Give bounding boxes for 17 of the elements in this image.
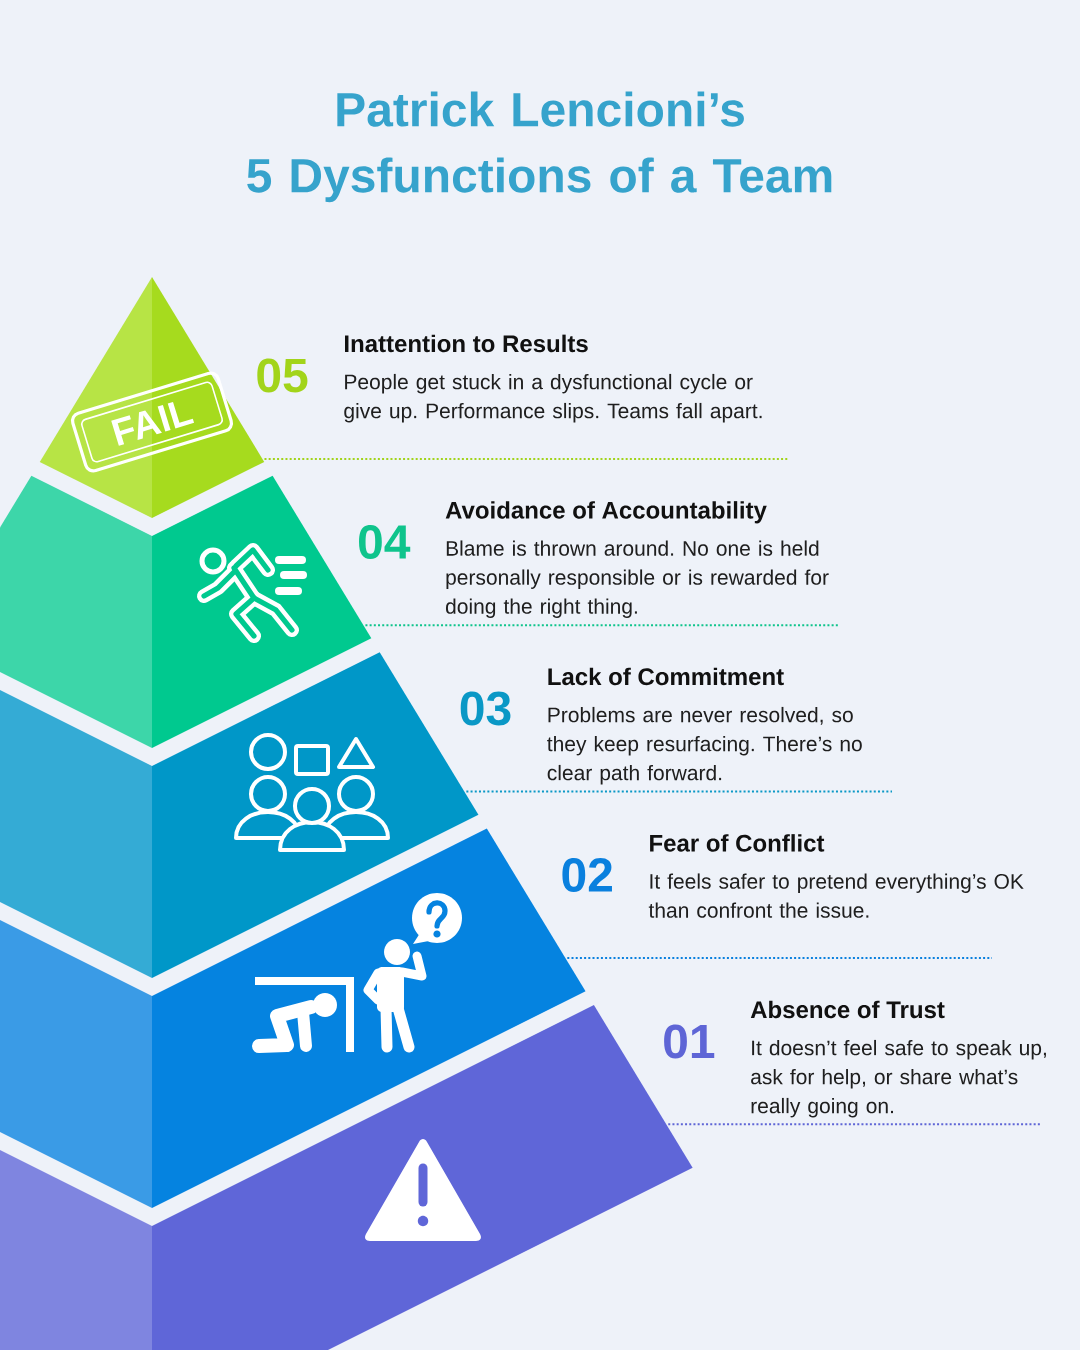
step-number: 05 (257, 358, 308, 393)
description: Problems are never resolved, so they keep resurfacing. There’s no clear path forward. (547, 706, 862, 785)
heading: Lack of Commitment (548, 667, 784, 686)
description: It feels safer to pretend everything’s OK than confront the issue. (648, 873, 1024, 918)
heading: Avoidance of Accountability (445, 501, 767, 524)
description: People get stuck in a dysfunctional cycle or give up. Performance slips. Teams fall apart. (344, 373, 762, 423)
description: It doesn’t feel safe to speak up, ask for help, or share what’s really going on. (751, 1039, 1046, 1118)
title: Patrick Lencioni’s 5 Dysfunctions of a Team (247, 91, 832, 203)
heading: Absence of Trust (750, 1000, 945, 1019)
step-number: 01 (664, 1024, 715, 1059)
step-number: 04 (359, 525, 411, 559)
step-number: 02 (562, 858, 612, 892)
heading: Fear of Conflict (650, 834, 825, 852)
stamp: FAIL (70, 371, 234, 473)
description: Blame is thrown around. No one is held personally responsible or is rewarded for doing the right thing. (446, 540, 829, 618)
step-number: 03 (460, 691, 511, 726)
heading: Inattention to Results (345, 334, 588, 353)
